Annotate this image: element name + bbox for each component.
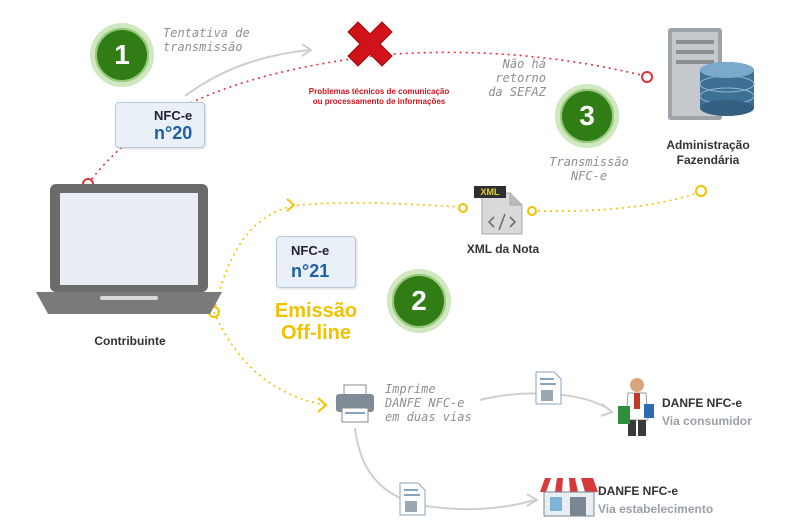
problem-line2: ou processamento de informações — [312, 97, 446, 106]
admin-label: Administração Fazendária — [648, 138, 768, 168]
store-danfe-title: DANFE NFC-e — [598, 484, 678, 498]
offline-emission-label: Emissão Off-line — [270, 300, 362, 344]
nfce-20-number: n°20 — [154, 123, 193, 143]
nfce-21-label: NFC-e — [291, 243, 330, 258]
no-return-line2: da SEFAZ — [488, 85, 546, 99]
nfce-20-card: NFC-e n°20 — [115, 102, 205, 148]
consumer-person-icon — [618, 378, 654, 436]
consumer-danfe-title: DANFE NFC-e — [662, 396, 742, 410]
problem-line1: Problemas técnicos de comunicação — [308, 87, 450, 96]
error-x-icon — [347, 21, 393, 67]
printer-to-store-path — [354, 427, 536, 511]
nfce-20-label: NFC-e — [154, 108, 193, 123]
doc-icon-store-copy — [399, 482, 426, 516]
print-note: Imprime DANFE NFC-e em duas vias — [385, 382, 472, 424]
offline-upper-path — [213, 202, 463, 313]
attempt-note: Tentativa de transmissão — [163, 26, 250, 54]
printer-icon — [336, 384, 374, 423]
xml-badge-text: XML — [480, 187, 500, 197]
transmission-note: Transmissão NFC-e — [544, 155, 634, 183]
print-note-line2: DANFE NFC-e — [385, 396, 465, 410]
store-icon — [540, 478, 598, 517]
step-2-badge: 2 — [387, 269, 451, 333]
nfce-21-number: n°21 — [291, 261, 330, 281]
xml-to-server-path — [531, 191, 701, 213]
attempt-note-line1: Tentativa de — [163, 26, 250, 40]
offline-line1: Emissão — [274, 300, 358, 322]
print-note-line3: em duas vias — [385, 410, 472, 424]
server-red-node — [641, 71, 653, 83]
store-danfe-sub: Via estabelecimento — [598, 502, 714, 516]
server-yellow-node — [695, 185, 707, 197]
no-return-note: Não há retorno da SEFAZ — [450, 57, 546, 99]
consumer-danfe-sub: Via consumidor — [662, 414, 752, 428]
contribuinte-label: Contribuinte — [94, 334, 166, 348]
transmission-line2: NFC-e — [570, 169, 608, 183]
doc-icon-consumer-copy — [535, 371, 562, 405]
xml-label: XML da Nota — [466, 242, 540, 256]
admin-line1: Administração — [666, 138, 750, 152]
server-icon — [668, 28, 755, 120]
laptop-icon — [36, 184, 222, 314]
no-return-line1: Não há retorno — [495, 57, 546, 85]
problem-note: Problemas técnicos de comunicação ou pro… — [303, 87, 455, 107]
xml-file-icon — [474, 186, 523, 235]
attempt-note-line2: transmissão — [163, 40, 243, 54]
offline-line2: Off-line — [281, 322, 351, 344]
xml-right-node — [527, 206, 537, 216]
admin-line2: Fazendária — [676, 153, 740, 167]
xml-left-node — [458, 203, 468, 213]
attempt-arrow — [184, 49, 311, 97]
step-3-badge: 3 — [555, 84, 619, 148]
step-1-badge: 1 — [90, 23, 154, 87]
nfce-21-card: NFC-e n°21 — [276, 236, 356, 288]
offline-lower-path — [213, 311, 326, 406]
transmission-line1: Transmissão — [549, 155, 629, 169]
print-note-line1: Imprime — [385, 382, 436, 396]
